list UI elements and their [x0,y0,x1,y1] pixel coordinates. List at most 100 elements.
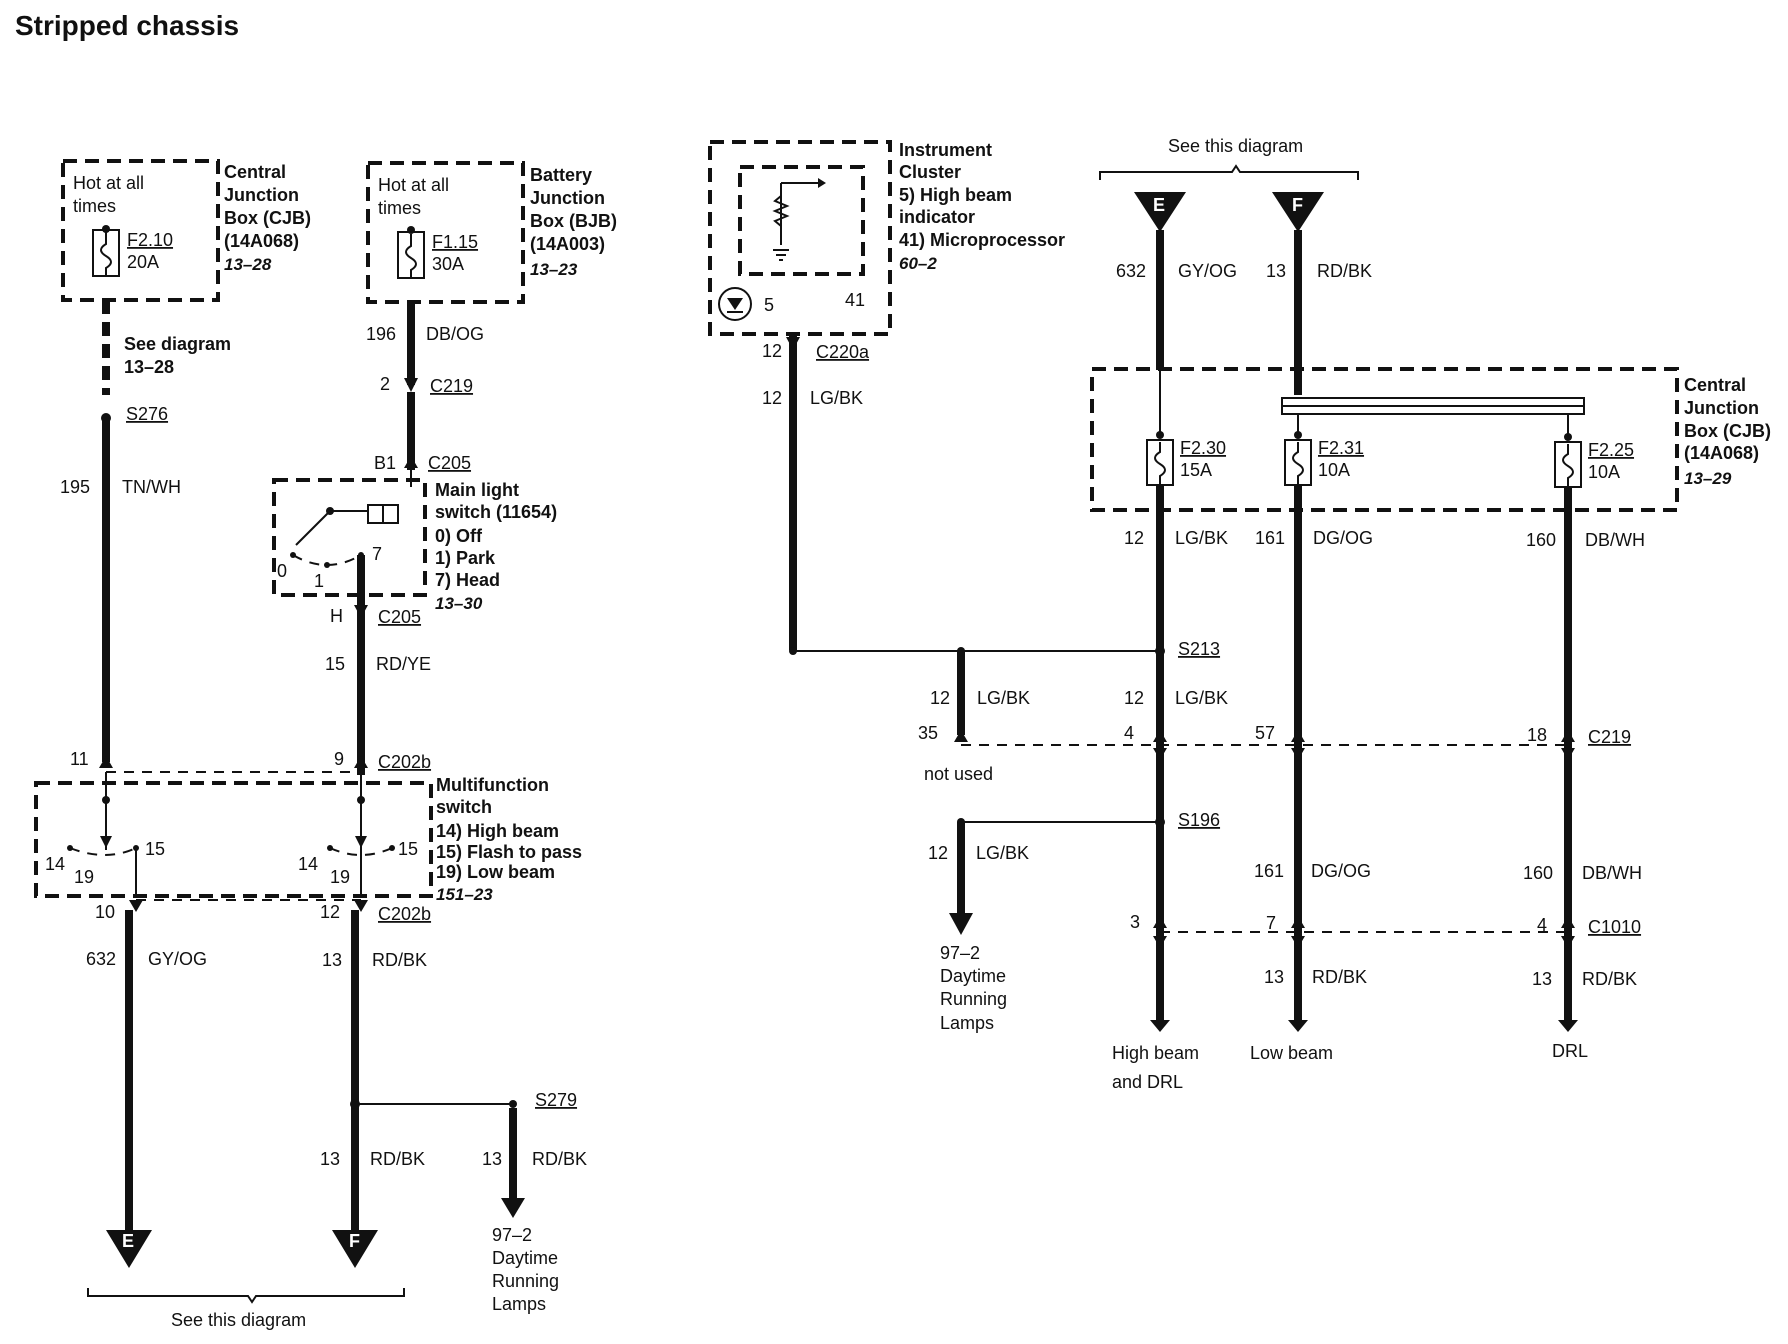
drl-left-4: Lamps [492,1294,546,1314]
connector-f [332,1230,378,1268]
cjb-name-2: Junction [224,185,299,205]
c205-top-label: C205 [428,453,471,473]
mls-item-1: 1) Park [435,548,496,568]
mfs-r-15: 15 [398,839,418,859]
drl-left-2: Daytime [492,1248,558,1268]
wire-15-color: RD/YE [376,654,431,674]
wire-196-color: DB/OG [426,324,484,344]
w12e-color: LG/BK [1175,688,1228,708]
brace-icon [87,1288,405,1304]
w632-num-right: 632 [1116,261,1146,281]
w161-num: 161 [1255,528,1285,548]
mfs-item-14: 14) High beam [436,821,559,841]
w160-num: 160 [1526,530,1556,550]
pin-7: 7 [1266,913,1276,933]
ic-pin-41: 41 [845,290,865,310]
c219-label: C219 [430,376,473,396]
arrow-down-icon [501,1198,525,1218]
w12f-num: 12 [928,843,948,863]
out-high-2: and DRL [1112,1072,1183,1092]
bjb-box [366,161,525,304]
w13y-color: RD/BK [1582,969,1637,989]
see-diagram-1: See diagram [124,334,231,354]
mls-item-7: 7) Head [435,570,500,590]
not-used-label: not used [924,764,993,784]
pin-4: 4 [1124,723,1134,743]
microprocessor-box [738,165,865,276]
w160b-num: 160 [1523,863,1553,883]
pin-4b: 4 [1537,915,1547,935]
fuse-f225-id: F2.25 [1588,440,1634,460]
b1-pin: B1 [374,453,396,473]
mls-pos-0: 0 [277,561,287,581]
w12d-color: LG/BK [977,688,1030,708]
pin-35: 35 [918,723,938,743]
wire-13b-color: RD/BK [370,1149,425,1169]
bjb-ref: 13–23 [530,260,578,279]
mfs-l-15: 15 [145,839,165,859]
page-title: Stripped chassis [15,10,239,41]
w13x-num: 13 [1264,967,1284,987]
fuse-f225-amps: 10A [1588,462,1620,482]
w161-color: DG/OG [1313,528,1373,548]
connector-e-right [1134,192,1186,232]
ic-title-2: Cluster [899,162,961,182]
ic-wire-color: LG/BK [810,388,863,408]
high-beam-indicator-icon [718,287,752,321]
cjb-name-3: Box (CJB) [224,208,311,228]
cjb-right-name-1: Central [1684,375,1746,395]
w13x-color: RD/BK [1312,967,1367,987]
pin-18: 18 [1527,725,1547,745]
w160-color: DB/WH [1585,530,1645,550]
cjb-right-name-4: (14A068) [1684,443,1759,463]
wire-15-num: 15 [325,654,345,674]
fuse-element-icon [405,234,417,278]
cjb-box-left [61,159,220,302]
mfs-item-15: 15) Flash to pass [436,842,582,862]
connector-f-label: F [349,1231,360,1251]
ic-title-5: 41) Microprocessor [899,230,1065,250]
w12f-color: LG/BK [976,843,1029,863]
ic-wire-num: 12 [762,388,782,408]
w160b-color: DB/WH [1582,863,1642,883]
connector-e-label: E [122,1231,134,1251]
cjb-name-1: Central [224,162,286,182]
cjb-right-ref: 13–29 [1684,469,1732,488]
drl-right-4: Lamps [940,1013,994,1033]
arrow-down-icon [949,913,973,935]
switch-blade-icon [295,510,331,546]
pin-10: 10 [95,902,115,922]
pin-57: 57 [1255,723,1275,743]
fuse-f231-amps: 10A [1318,460,1350,480]
wire-632-color: GY/OG [148,949,207,969]
fuse-f230-id: F2.30 [1180,438,1226,458]
bjb-name-2: Junction [530,188,605,208]
multifunction-switch-box [34,781,433,898]
c220a-label: C220a [816,342,870,362]
cjb-ref: 13–28 [224,255,272,274]
mls-pos-7: 7 [372,544,382,564]
mfs-ref: 151–23 [436,885,493,904]
connector-f-right-label: F [1292,195,1303,215]
cjb-box-right [1090,367,1679,512]
mfs-l-14: 14 [45,854,65,874]
w12e-num: 12 [1124,688,1144,708]
ic-pin-5: 5 [764,295,774,315]
w161b-num: 161 [1254,861,1284,881]
pin-11: 11 [70,749,89,769]
resistor-icon [772,195,790,227]
wire-13c-color: RD/BK [532,1149,587,1169]
w13-color-right: RD/BK [1317,261,1372,281]
ic-title-1: Instrument [899,140,992,160]
pin-3: 3 [1130,912,1140,932]
s279-label: S279 [535,1090,577,1110]
connector-e-right-label: E [1153,195,1165,215]
w12d-num: 12 [930,688,950,708]
w13y-num: 13 [1532,969,1552,989]
mls-ref: 13–30 [435,594,483,613]
w12c-num: 12 [1124,528,1144,548]
out-high-1: High beam [1112,1043,1199,1063]
ic-title-4: indicator [899,207,975,227]
fuse-f115-id: F1.15 [432,232,478,252]
s213-label: S213 [1178,639,1220,659]
